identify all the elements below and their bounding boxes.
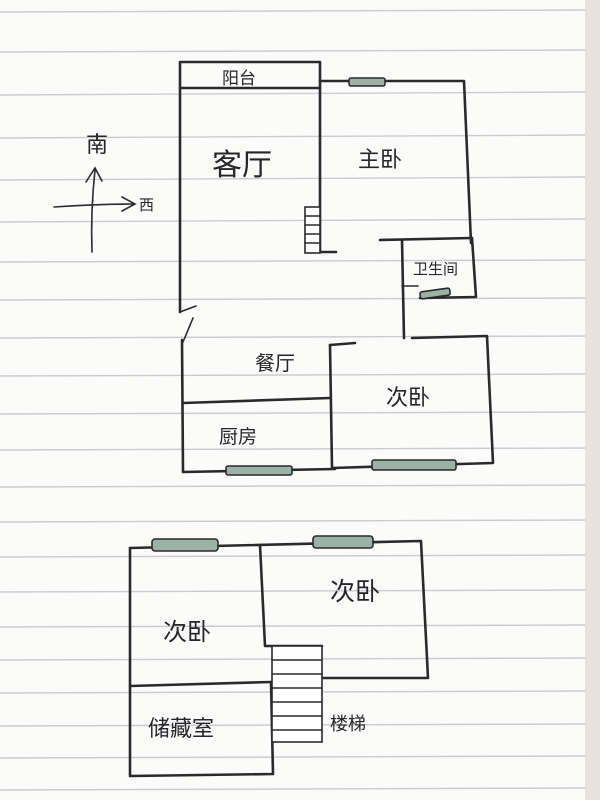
dining-room-label: 餐厅 bbox=[255, 351, 295, 375]
floor-2-plan: 次卧 次卧 储藏室 楼梯 bbox=[128, 535, 430, 778]
second-bedroom-walls bbox=[328, 334, 495, 470]
bathroom-label: 卫生间 bbox=[413, 260, 458, 278]
kitchen-north-wall bbox=[181, 396, 332, 405]
floor-1-staircase bbox=[304, 206, 321, 254]
notebook-binding bbox=[585, 0, 600, 800]
bathroom-window bbox=[419, 287, 451, 300]
floor-2-right-window bbox=[312, 535, 374, 549]
floor-2-right-bedroom-label: 次卧 bbox=[330, 577, 380, 606]
west-arrow-head bbox=[121, 196, 137, 212]
floor-2-outer-walls bbox=[128, 539, 430, 680]
balcony-label: 阳台 bbox=[222, 69, 256, 89]
bathroom-walls bbox=[418, 236, 478, 300]
floor-2-left-window bbox=[151, 538, 219, 552]
storage-room-north-wall bbox=[128, 680, 273, 688]
master-bedroom-label: 主卧 bbox=[358, 148, 402, 173]
entrance-door-swing bbox=[179, 305, 197, 313]
compass-south-label: 南 bbox=[86, 133, 108, 158]
kitchen-label: 厨房 bbox=[219, 426, 257, 448]
floor-2-staircase-label: 楼梯 bbox=[330, 714, 366, 735]
second-bedroom-door-stub bbox=[328, 341, 357, 347]
floor-2-staircase bbox=[271, 645, 323, 743]
bathroom-west-wall bbox=[400, 238, 406, 340]
master-bedroom-south-wall bbox=[378, 236, 474, 242]
storage-room-label: 储藏室 bbox=[148, 717, 214, 742]
compass-west-label: 西 bbox=[139, 196, 154, 214]
kitchen-window bbox=[225, 465, 293, 476]
floor-2-left-bedroom-label: 次卧 bbox=[163, 618, 211, 646]
bedroom-divider-wall bbox=[258, 543, 324, 648]
west-arrow-shaft bbox=[53, 203, 135, 208]
south-arrow-shaft bbox=[90, 169, 96, 253]
second-bedroom-window bbox=[371, 459, 457, 471]
compass: 南 西 bbox=[53, 133, 154, 253]
floor-1-plan: 阳台 客厅 主卧 卫生间 餐厅 厨房 次卧 bbox=[178, 60, 495, 476]
master-bedroom-window bbox=[348, 77, 386, 87]
south-arrow-head bbox=[85, 166, 103, 183]
entrance-door-leaf bbox=[182, 317, 194, 343]
second-bedroom-label: 次卧 bbox=[386, 386, 430, 411]
living-room-label: 客厅 bbox=[212, 148, 272, 183]
